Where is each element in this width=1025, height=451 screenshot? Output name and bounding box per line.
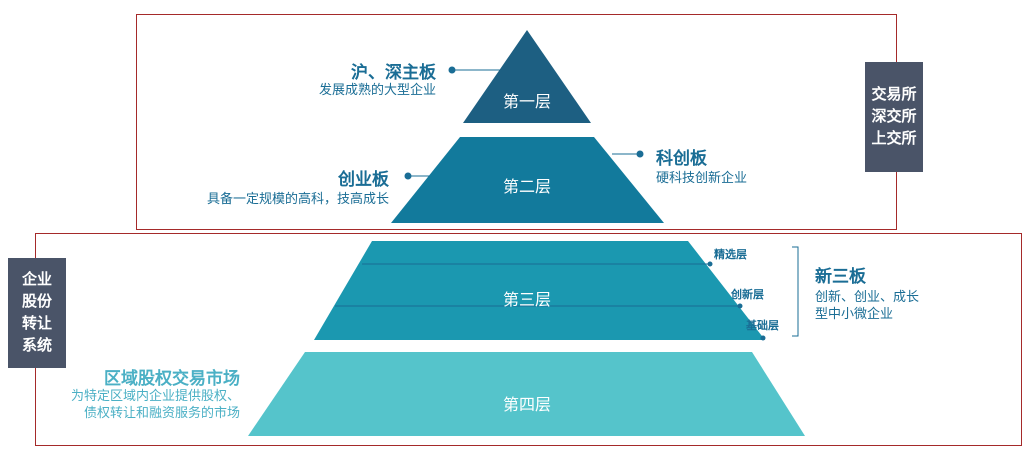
exchange-box-line-2: 深交所 <box>871 108 917 125</box>
neeq-bracket <box>792 246 799 337</box>
star-board-dot <box>636 150 644 158</box>
tier2-label: 第二层 <box>502 179 551 196</box>
tier1-label: 第一层 <box>502 94 551 111</box>
otc-box-line-4: 系统 <box>21 337 52 354</box>
neeq-desc-line-2: 型中小微企业 <box>815 306 894 321</box>
otc-box-line-3: 转让 <box>21 315 52 332</box>
innovation-layer-label: 创新层 <box>731 289 764 301</box>
innovation-layer-dot <box>737 303 743 309</box>
exchange-box-line-3: 上交所 <box>871 130 917 147</box>
tier3-shape <box>314 241 765 340</box>
regional-market-desc-line-2: 债权转让和融资服务的市场 <box>83 405 240 420</box>
basic-layer-label: 基础层 <box>746 320 779 332</box>
main-board-title: 沪、深主板 <box>351 63 436 82</box>
tier2-shape <box>391 137 664 223</box>
main-board-dot <box>448 66 456 74</box>
neeq-desc-line-1: 创新、创业、成长 <box>815 289 920 304</box>
star-board-title: 科创板 <box>656 149 707 168</box>
regional-market-title: 区域股权交易市场 <box>104 369 240 388</box>
chinext-dot <box>404 172 412 180</box>
tier4-shape <box>248 352 805 436</box>
chinext-title: 创业板 <box>338 170 389 189</box>
otc-box: 企业 股份 转让 系统 <box>8 258 66 368</box>
tier4-label: 第四层 <box>502 397 551 414</box>
select-layer-label: 精选层 <box>714 249 747 261</box>
tier3-label: 第三层 <box>502 292 551 309</box>
star-board-desc: 硬科技创新企业 <box>656 170 748 185</box>
otc-box-line-1: 企业 <box>21 271 52 288</box>
select-layer-dot <box>707 261 713 267</box>
otc-box-line-2: 股份 <box>21 293 52 310</box>
basic-layer-dot <box>760 335 766 341</box>
exchange-box-line-1: 交易所 <box>871 86 917 103</box>
exchange-box: 交易所 深交所 上交所 <box>865 62 923 172</box>
regional-market-desc-line-1: 为特定区域内企业提供股权、 <box>70 388 240 403</box>
neeq-title: 新三板 <box>815 267 866 286</box>
chinext-desc: 具备一定规模的高科，技高成长 <box>206 191 389 206</box>
main-board-desc: 发展成熟的大型企业 <box>318 82 436 97</box>
tier1-shape <box>463 30 591 123</box>
